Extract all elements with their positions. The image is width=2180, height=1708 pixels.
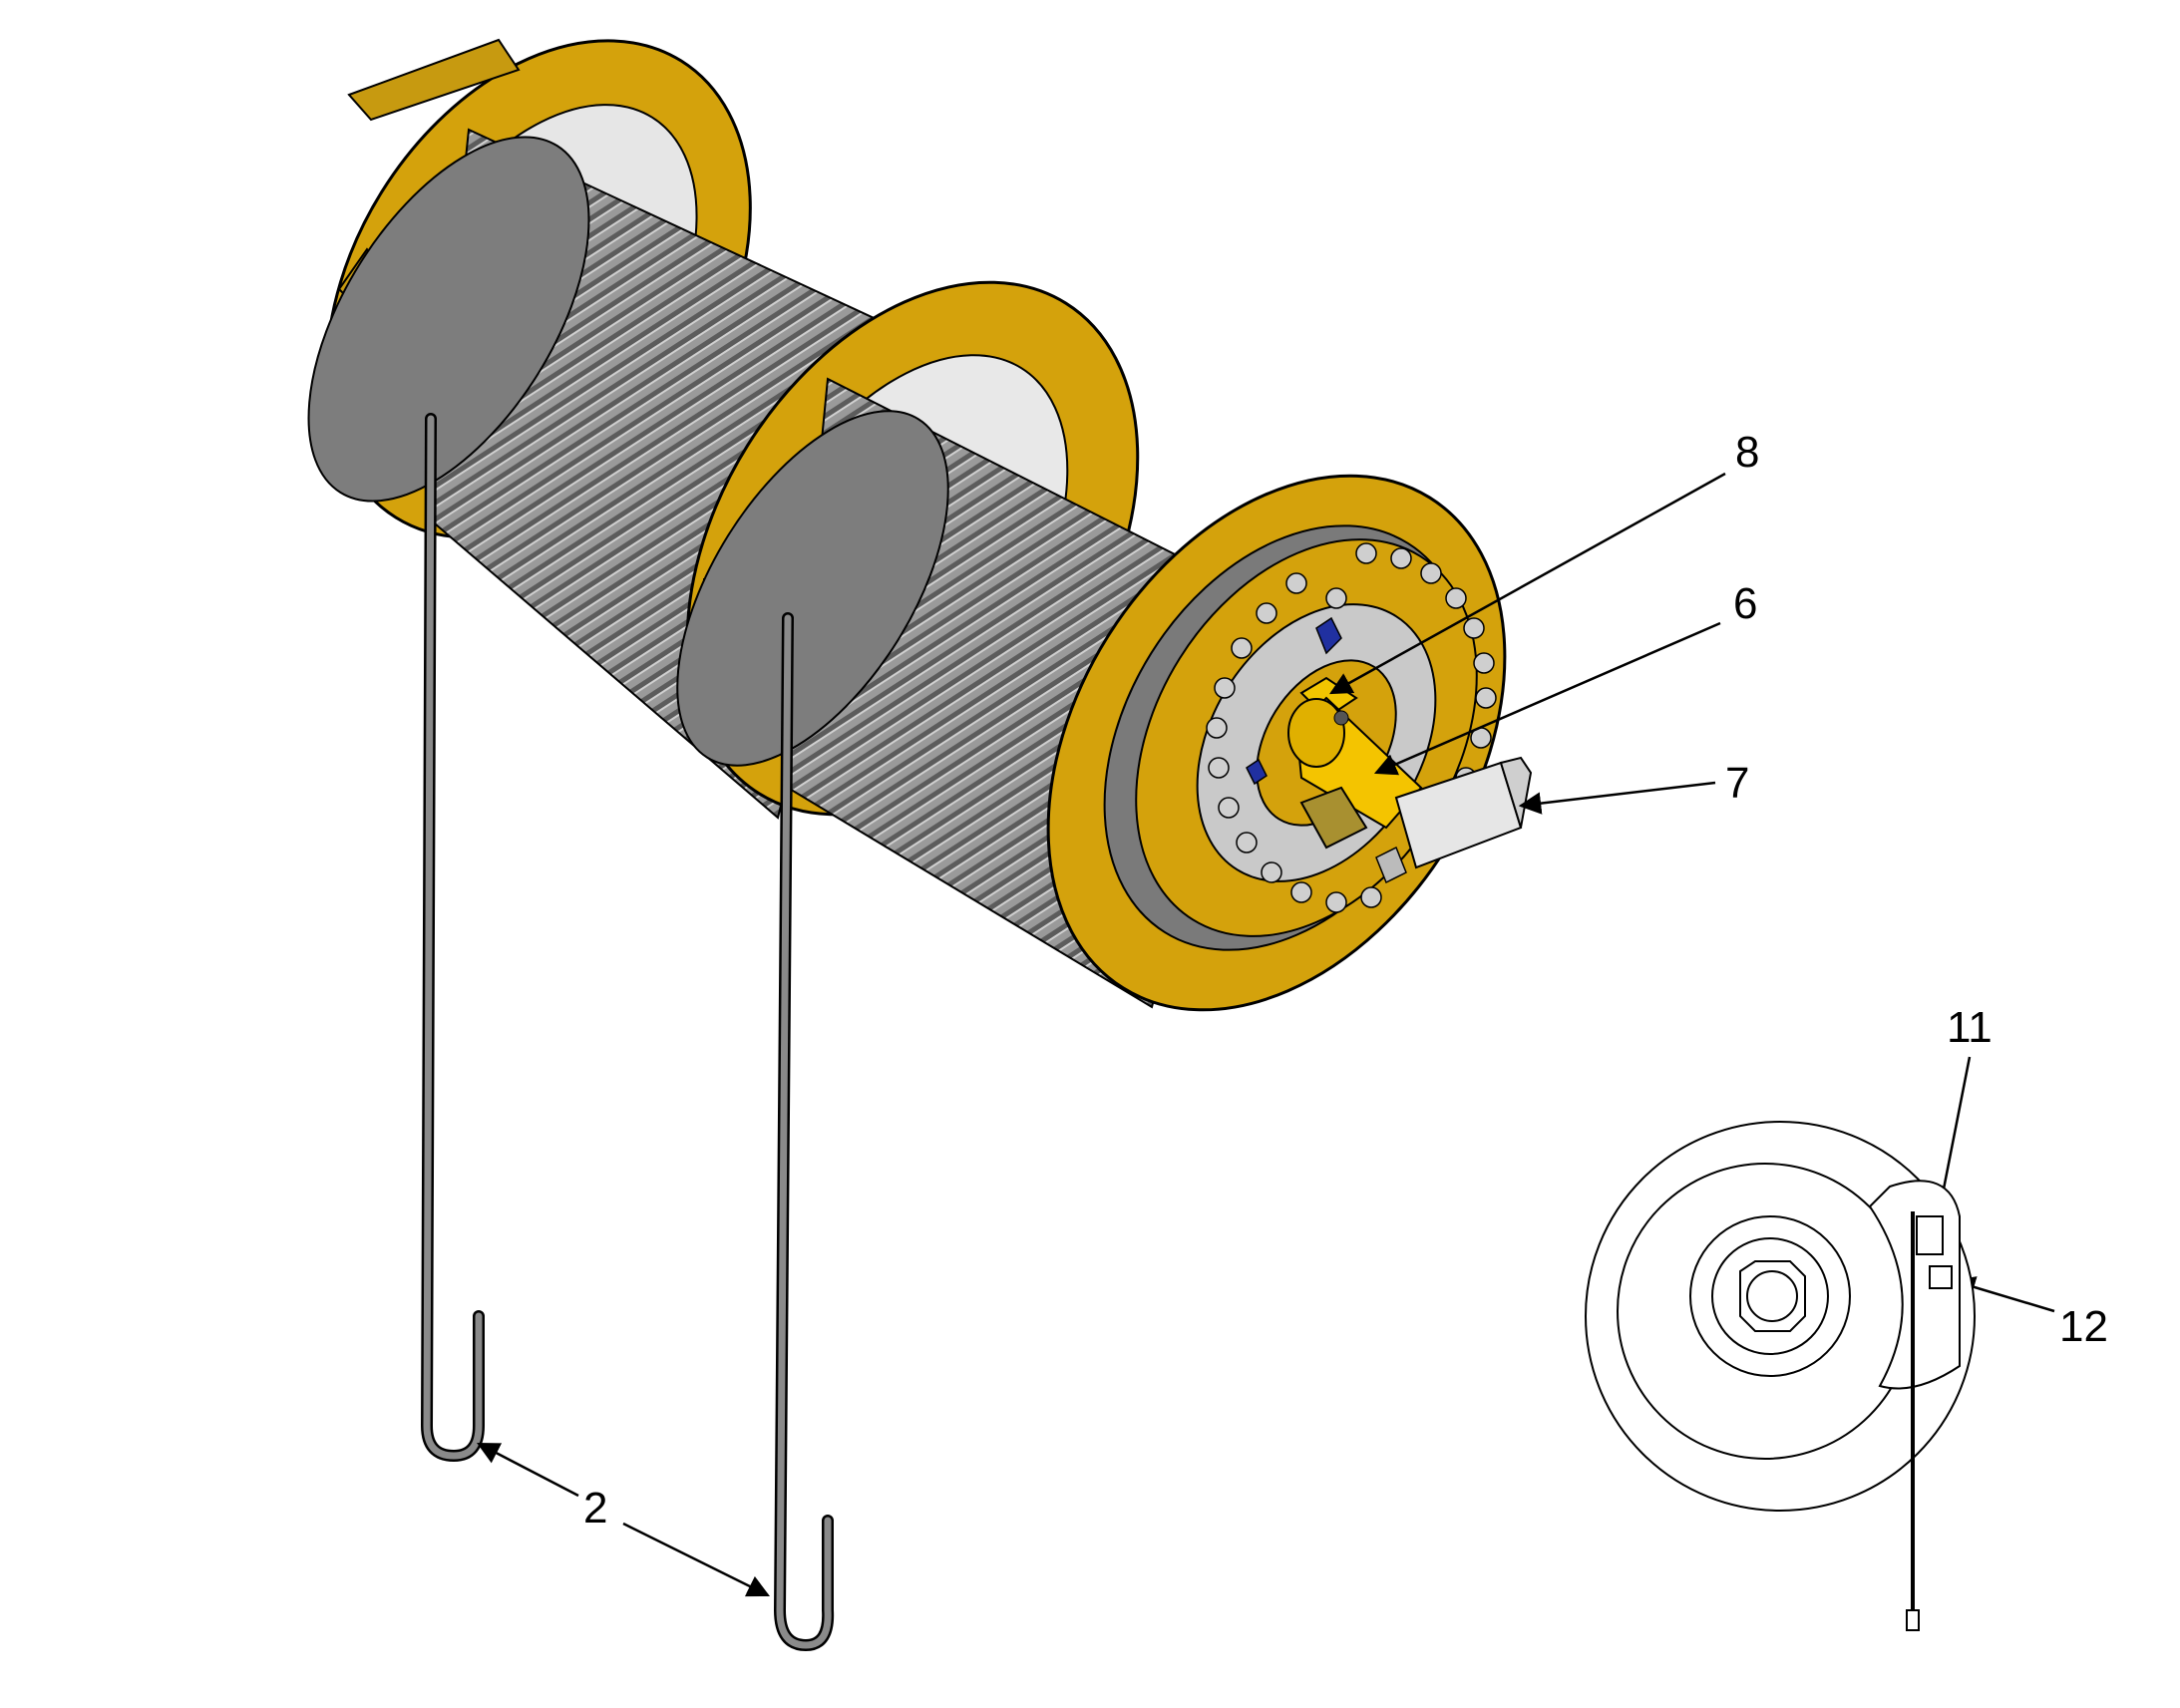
detail-end-view bbox=[1585, 1121, 1976, 1631]
cable-rear bbox=[420, 413, 485, 1463]
callout-6: 6 bbox=[1733, 579, 1757, 628]
detail-clamp-11 bbox=[1916, 1215, 1944, 1255]
callout-8: 8 bbox=[1735, 428, 1759, 477]
leader-2b bbox=[622, 1522, 771, 1597]
hub-bolts bbox=[1206, 542, 1497, 913]
leader-6 bbox=[1373, 621, 1721, 776]
detail-clamp-12 bbox=[1929, 1265, 1953, 1289]
callout-12: 12 bbox=[2059, 1302, 2108, 1351]
leader-2a bbox=[477, 1442, 579, 1498]
lever-bracket bbox=[1287, 676, 1423, 850]
callout-7: 7 bbox=[1725, 759, 1749, 808]
leader-8 bbox=[1329, 472, 1726, 695]
cable-front bbox=[773, 612, 835, 1652]
detail-cable-end bbox=[1906, 1609, 1920, 1631]
callout-11: 11 bbox=[1947, 1003, 1993, 1052]
leader-7 bbox=[1518, 781, 1716, 815]
callout-2: 2 bbox=[583, 1484, 607, 1533]
